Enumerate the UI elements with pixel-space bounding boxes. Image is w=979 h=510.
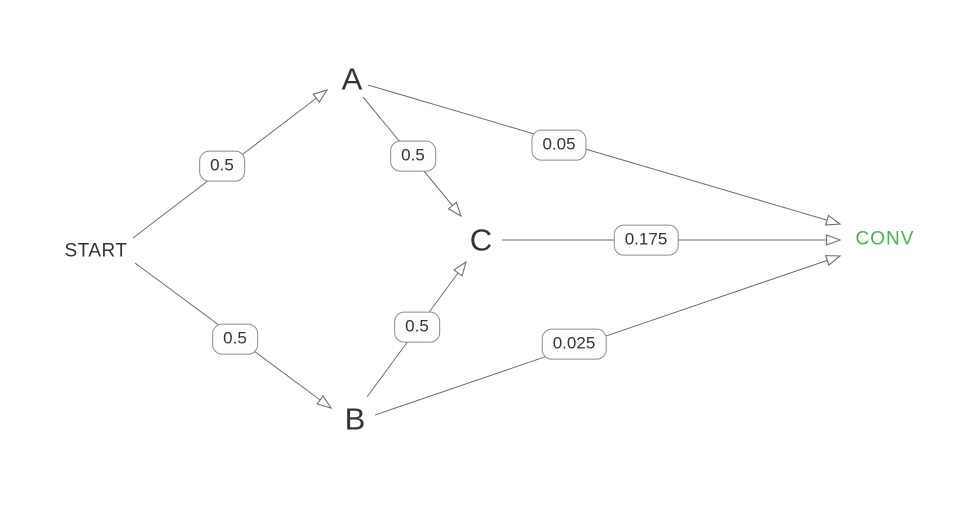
- edge-label-a-conv: 0.05: [531, 129, 587, 161]
- node-start: START: [64, 240, 128, 262]
- edge-label-a-c: 0.5: [390, 140, 436, 172]
- edge-label-b-c: 0.5: [394, 311, 440, 343]
- node-conv: CONV: [855, 228, 915, 250]
- edge-label-start-a: 0.5: [199, 150, 245, 182]
- node-a: A: [341, 61, 363, 97]
- node-b: B: [344, 401, 366, 437]
- edge-a-conv-line: [367, 84, 840, 224]
- edge-label-b-conv: 0.025: [541, 328, 607, 360]
- edge-label-start-b: 0.5: [212, 323, 258, 355]
- edge-label-c-conv: 0.175: [613, 224, 679, 256]
- edge-b-conv-line: [374, 256, 840, 416]
- node-c: C: [469, 222, 493, 258]
